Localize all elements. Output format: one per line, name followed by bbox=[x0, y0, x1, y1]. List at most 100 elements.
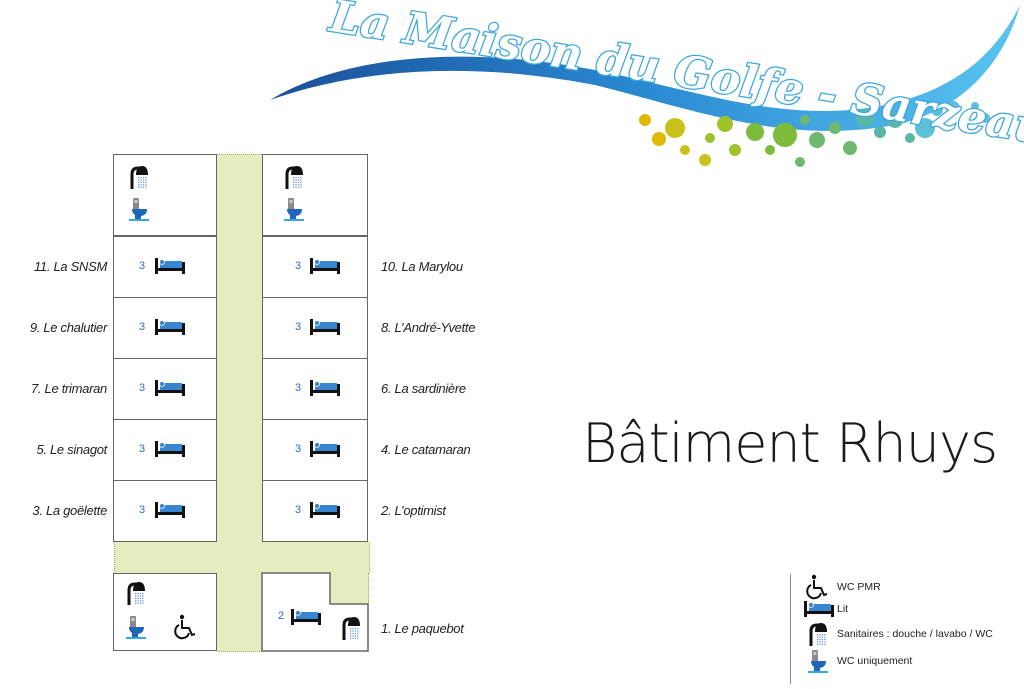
room-label-10: 10. La Marylou bbox=[381, 259, 463, 274]
bed-icon bbox=[155, 319, 185, 335]
logo-dot bbox=[960, 117, 970, 127]
room-11[interactable]: 3 bbox=[113, 236, 217, 298]
logo-dot bbox=[915, 118, 935, 138]
logo-dot bbox=[795, 157, 805, 167]
bed-icon bbox=[310, 441, 340, 457]
logo-dot bbox=[729, 144, 741, 156]
logo-dot bbox=[980, 113, 990, 123]
bed-count: 3 bbox=[139, 504, 146, 516]
legend-item-bed: Lit bbox=[803, 598, 848, 620]
bed-icon bbox=[310, 258, 340, 274]
logo-dot bbox=[856, 109, 874, 127]
sanitary-room-pmr[interactable] bbox=[113, 573, 217, 651]
bed-icon bbox=[155, 441, 185, 457]
logo-dot bbox=[829, 122, 841, 134]
room-1[interactable]: 2 bbox=[262, 573, 330, 650]
room-3[interactable]: 3 bbox=[113, 480, 217, 542]
bed-count: 3 bbox=[139, 260, 146, 272]
room-label-3: 3. La goëlette bbox=[32, 503, 107, 518]
toilet-icon bbox=[284, 198, 304, 221]
building-title: Bâtiment Rhuys bbox=[582, 412, 998, 475]
logo-dot bbox=[874, 126, 886, 138]
bed-count: 3 bbox=[139, 382, 146, 394]
legend: WC PMR Lit Sanitaires : douche / lavabo … bbox=[790, 574, 1021, 684]
room-7[interactable]: 3 bbox=[113, 358, 217, 420]
bed-count: 3 bbox=[295, 321, 302, 333]
legend-item-wc-pmr: WC PMR bbox=[803, 574, 881, 600]
shower-icon bbox=[127, 582, 145, 605]
logo-dot bbox=[773, 123, 797, 147]
logo-dot bbox=[800, 115, 810, 125]
legend-label: Lit bbox=[837, 603, 849, 615]
legend-label: Sanitaires : douche / lavabo / WC bbox=[837, 628, 993, 640]
room-9[interactable]: 3 bbox=[113, 297, 217, 359]
room-label-9: 9. Le chalutier bbox=[29, 320, 107, 335]
bed-icon bbox=[310, 380, 340, 396]
logo-dot bbox=[887, 112, 903, 128]
shower-icon bbox=[342, 617, 360, 640]
room-4[interactable]: 3 bbox=[262, 419, 368, 481]
logo: La Maison du Golfe - Sarzeau bbox=[270, 0, 1024, 167]
bed-icon bbox=[310, 319, 340, 335]
room-label-1: 1. Le paquebot bbox=[381, 621, 464, 636]
legend-label: WC uniquement bbox=[837, 655, 913, 667]
room-label-6: 6. La sardinière bbox=[381, 381, 466, 396]
room-5[interactable]: 3 bbox=[113, 419, 217, 481]
shower-icon bbox=[130, 166, 148, 189]
sanitary-room-top-right[interactable] bbox=[262, 154, 368, 236]
bed-icon bbox=[310, 502, 340, 518]
room-8[interactable]: 3 bbox=[262, 297, 368, 359]
logo-dot bbox=[843, 141, 857, 155]
logo-dot bbox=[639, 114, 651, 126]
logo-wave bbox=[270, 5, 1020, 131]
logo-dot bbox=[765, 145, 775, 155]
toilet-icon bbox=[808, 650, 828, 673]
logo-dot bbox=[665, 118, 685, 138]
toilet-icon bbox=[126, 616, 146, 639]
bed-count: 2 bbox=[278, 610, 285, 622]
room-6[interactable]: 3 bbox=[262, 358, 368, 420]
wheelchair-icon bbox=[174, 614, 196, 640]
room-10[interactable]: 3 bbox=[262, 236, 368, 298]
sanitary-room-top-left[interactable] bbox=[113, 154, 217, 236]
logo-dot bbox=[971, 102, 979, 110]
logo-dot bbox=[717, 116, 733, 132]
bed-count: 3 bbox=[139, 321, 146, 333]
shower-icon bbox=[285, 166, 303, 189]
bed-count: 3 bbox=[295, 382, 302, 394]
room-2[interactable]: 3 bbox=[262, 480, 368, 542]
logo-dot bbox=[746, 123, 764, 141]
logo-dot bbox=[652, 132, 666, 146]
logo-dot bbox=[705, 133, 715, 143]
bed-icon bbox=[155, 502, 185, 518]
bed-count: 3 bbox=[295, 504, 302, 516]
room-label-4: 4. Le catamaran bbox=[381, 442, 471, 457]
bed-icon bbox=[291, 609, 321, 625]
logo-dot bbox=[699, 154, 711, 166]
room-label-2: 2. L’optimist bbox=[381, 503, 446, 518]
room-label-7: 7. Le trimaran bbox=[30, 381, 107, 396]
corridor-vertical bbox=[217, 154, 262, 652]
wheelchair-icon bbox=[806, 574, 828, 600]
legend-item-wc: WC uniquement bbox=[803, 650, 913, 673]
legend-label: WC PMR bbox=[837, 581, 881, 593]
bed-icon bbox=[804, 601, 834, 617]
bed-count: 3 bbox=[295, 260, 302, 272]
corridor-horizontal bbox=[114, 542, 370, 573]
room-label-5: 5. Le sinagot bbox=[36, 442, 107, 457]
logo-dots bbox=[639, 101, 990, 167]
bed-count: 3 bbox=[295, 443, 302, 455]
bed-icon bbox=[155, 258, 185, 274]
room-label-8: 8. L’André-Yvette bbox=[381, 320, 476, 335]
logo-dot bbox=[946, 101, 960, 115]
logo-dot bbox=[809, 132, 825, 148]
shower-icon bbox=[809, 623, 827, 646]
legend-item-sanitary: Sanitaires : douche / lavabo / WC bbox=[803, 623, 993, 646]
logo-dot bbox=[680, 145, 690, 155]
logo-dot bbox=[905, 133, 915, 143]
bed-count: 3 bbox=[139, 443, 146, 455]
toilet-icon bbox=[129, 198, 149, 221]
logo-dot bbox=[931, 104, 943, 116]
room-label-11: 11. La SNSM bbox=[33, 259, 107, 274]
